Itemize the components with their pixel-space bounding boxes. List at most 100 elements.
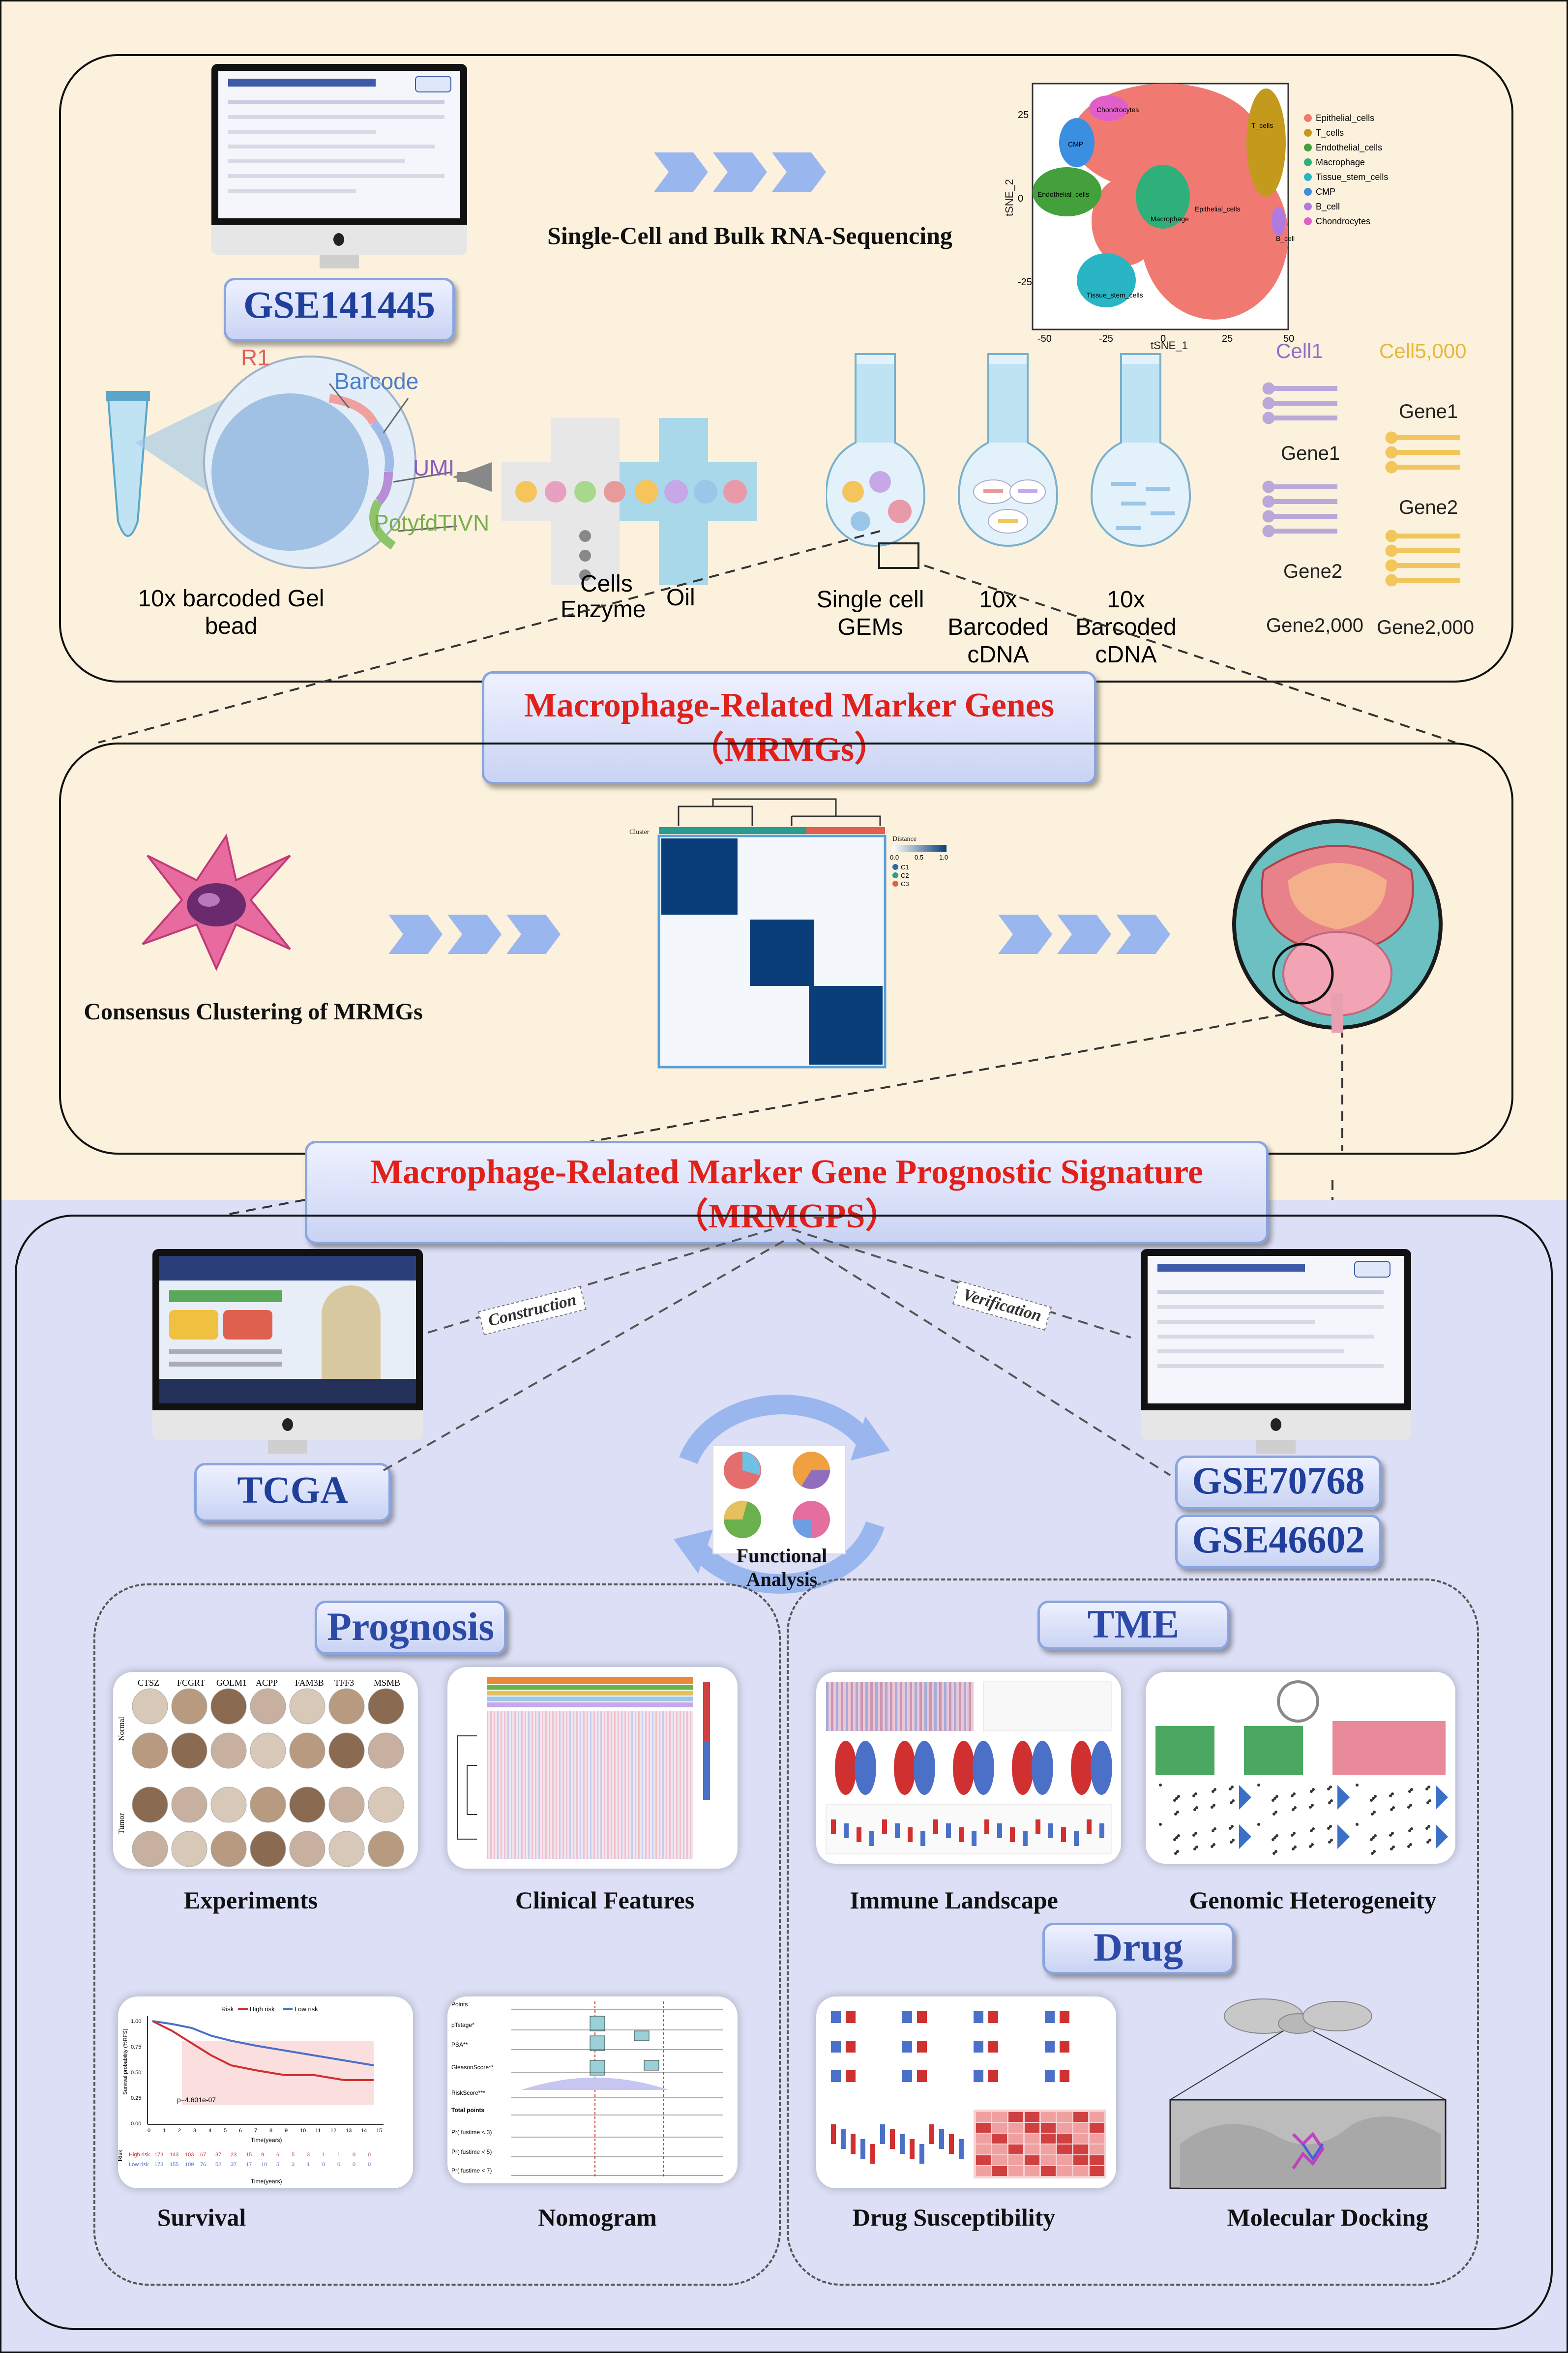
survival-xtick: 7 (254, 2128, 257, 2134)
gel-bead-caption: 10x barcoded Gel bead (138, 586, 325, 639)
tsne-legend-swatch (1304, 144, 1312, 151)
chevron-arrows-mid-left (388, 915, 561, 954)
ihc-tissue-core (368, 1831, 404, 1867)
drug-tag: Drug (1042, 1923, 1234, 1974)
survival-risk-cell: 37 (215, 2152, 221, 2158)
survival-risk-cell: 103 (185, 2152, 194, 2158)
tsne-ylabel: tSNE_2 (1003, 179, 1015, 216)
survival-legend-low: Low risk (295, 2005, 318, 2013)
tsne-legend-item: Chondrocytes (1316, 216, 1370, 226)
survival-xtick: 0 (148, 2128, 150, 2134)
tsne-legend-swatch (1304, 173, 1312, 181)
mrmgps-title-line1: Macrophage-Related Marker Gene Prognosti… (370, 1153, 1203, 1191)
survival-risk-cell: 9 (261, 2152, 264, 2158)
cell1-gene2000: Gene2,000 (1266, 615, 1363, 636)
functional-analysis-caption: Functional Analysis (736, 1545, 828, 1590)
oil-label: Oil (666, 585, 695, 611)
ihc-row-tumor: Tumor (118, 1813, 126, 1834)
tcga-label: TCGA (194, 1463, 391, 1522)
ihc-tissue-core (328, 1732, 365, 1769)
ihc-tissue-core (210, 1732, 247, 1769)
nomogram-row-label: Pr( fustime < 5) (451, 2148, 492, 2155)
survival-table-title: Risk (118, 2149, 123, 2161)
nomogram-row-label: pTstage* (451, 2022, 474, 2028)
ihc-tissue-core (132, 1688, 168, 1725)
prognosis-subpanel (93, 1583, 781, 2286)
survival-xtick: 4 (208, 2128, 211, 2134)
survival-risk-cell: 3 (307, 2152, 310, 2158)
ihc-tissue-core (132, 1831, 168, 1867)
tsne-xtick: 50 (1283, 333, 1294, 344)
nomogram-row-label: Pr( fustime < 3) (451, 2129, 492, 2136)
survival-risk-cell: 0 (368, 2152, 371, 2158)
survival-risk-cell: 0 (353, 2152, 355, 2158)
survival-ytick: 0.50 (131, 2070, 141, 2076)
survival-risk-cell: 0 (337, 2162, 340, 2168)
survival-xtick: 11 (315, 2128, 321, 2134)
ihc-tissue-core (250, 1688, 286, 1725)
tsne-legend-item: T_cells (1316, 128, 1344, 138)
prostate-illustration (1232, 819, 1443, 1033)
ihc-tissue-core (289, 1688, 325, 1725)
apple-logo-icon (333, 233, 344, 246)
tme-tag: TME (1037, 1601, 1229, 1650)
apple-logo-icon (282, 1418, 293, 1431)
ihc-tissue-core (171, 1688, 207, 1725)
survival-risk-cell: 76 (200, 2162, 206, 2168)
tsne-xlabel: tSNE_1 (1151, 339, 1188, 352)
nomogram-row-label: Points (451, 2001, 468, 2008)
genomic-heterogeneity-card (1146, 1672, 1455, 1864)
nomogram-row-label: Pr( fustime < 7) (451, 2167, 492, 2174)
survival-xtick: 14 (361, 2128, 367, 2134)
survival-risk-cell: 23 (231, 2152, 237, 2158)
survival-risk-cell: 0 (368, 2162, 371, 2168)
consensus-clustering-caption: Consensus Clustering of MRMGs (84, 999, 423, 1025)
ihc-tissue-core (132, 1732, 168, 1769)
clinical-features-caption: Clinical Features (515, 1886, 695, 1914)
gse70768-label: GSE70768 (1175, 1456, 1382, 1510)
nomogram-row-label: GleasonScore** (451, 2064, 494, 2071)
survival-ytick: 1.00 (131, 2019, 141, 2025)
nomogram-row-label: Total points (451, 2107, 484, 2114)
survival-xtick: 12 (330, 2128, 336, 2134)
ihc-tissue-core (368, 1732, 404, 1769)
survival-risk-cell: 5 (292, 2152, 295, 2158)
tsne-cluster-label: Tissue_stem_cells (1087, 291, 1143, 299)
ihc-tissue-core (328, 1688, 365, 1725)
heatmap-cluster-c2: C2 (901, 872, 909, 879)
tsne-legend-item: Tissue_stem_cells (1316, 172, 1388, 182)
survival-xtick: 9 (285, 2128, 288, 2134)
gel-polyt-label: PotyfdTIVN (374, 510, 490, 536)
macrophage-cell-icon (142, 833, 291, 971)
tsne-xtick: 25 (1222, 333, 1233, 344)
functional-analysis-cycle (674, 1395, 890, 1594)
microfluidic-chip (452, 418, 757, 585)
survival-risk-cell: 173 (154, 2152, 163, 2158)
ihc-tissue-core (368, 1787, 404, 1823)
survival-risk-cell: 0 (353, 2162, 355, 2168)
cell5000-gene2: Gene2 (1399, 497, 1458, 518)
ihc-gene-label: FCGRT (177, 1678, 205, 1688)
immune-landscape-card (816, 1672, 1121, 1864)
cell5000-label: Cell5,000 (1379, 339, 1467, 362)
survival-risk-cell: 52 (215, 2162, 221, 2168)
mrmg-title-box: Macrophage-Related Marker Genes （MRMGs） (482, 671, 1096, 784)
heatmap-cluster-label: Cluster (629, 829, 650, 836)
survival-risk-cell: 155 (170, 2162, 178, 2168)
tme-tag-text: TME (1087, 1602, 1180, 1646)
survival-ytick: 0.00 (131, 2121, 141, 2127)
tsne-legend-swatch (1304, 188, 1312, 196)
nomogram-row-label: PSA** (451, 2041, 468, 2048)
gel-barcode-label: Barcode (334, 368, 419, 394)
survival-xlabel: Time(years) (251, 2137, 282, 2144)
ihc-tissue-core (171, 1787, 207, 1823)
gel-bead-diagram (106, 356, 458, 569)
heatmap-legend-tick-0: 0.0 (890, 854, 899, 861)
survival-table-xlabel: Time(years) (251, 2178, 282, 2185)
ihc-tissue-core (289, 1732, 325, 1769)
survival-card: Risk High risk Low risk p=4.601e-07 Surv… (118, 1996, 413, 2188)
prognosis-tag-text: Prognosis (326, 1604, 495, 1649)
tsne-legend-item: Macrophage (1316, 157, 1365, 167)
